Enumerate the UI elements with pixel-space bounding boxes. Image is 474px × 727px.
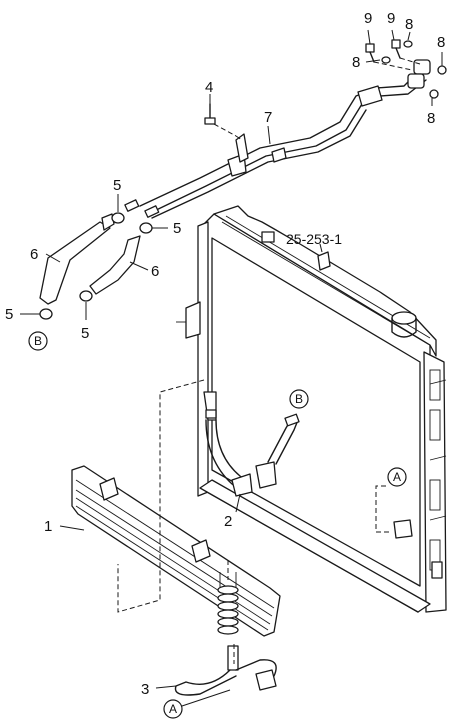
callout-6a: 6 — [30, 246, 38, 263]
callout-2: 2 — [224, 513, 232, 530]
callout-8c: 8 — [437, 34, 445, 51]
connector-b-left-label: B — [34, 334, 42, 348]
callout-5c: 5 — [81, 325, 89, 342]
callout-5d: 5 — [5, 306, 13, 323]
connector-a-bottom-label: A — [169, 702, 177, 716]
callout-4: 4 — [205, 79, 213, 96]
connector-a-bottom: A — [163, 689, 231, 719]
callout-7: 7 — [264, 109, 272, 126]
connector-b-top-label: B — [295, 392, 303, 406]
bolt-4 — [204, 103, 237, 137]
hose-6-right — [89, 235, 141, 295]
connector-b-left: B — [28, 331, 48, 351]
callout-9b: 9 — [387, 10, 395, 27]
connector-a-top-label: A — [393, 470, 401, 484]
callout-9a: 9 — [364, 10, 372, 27]
oil-cooler-1 — [71, 465, 281, 637]
callout-8b: 8 — [352, 54, 360, 71]
routing-lines — [117, 135, 390, 664]
hose-assembly-7 — [124, 59, 431, 219]
callout-6b: 6 — [151, 263, 159, 280]
reference-number: 25-253-1 — [286, 231, 342, 247]
hose-2 — [203, 391, 300, 497]
callout-8d: 8 — [427, 110, 435, 127]
callout-3: 3 — [141, 681, 149, 698]
radiator — [176, 205, 447, 613]
hose-3 — [174, 645, 277, 696]
hose-6-left — [39, 213, 115, 305]
callout-5b: 5 — [173, 220, 181, 237]
connector-b-top: B — [289, 389, 309, 409]
callout-8a: 8 — [405, 16, 413, 33]
leader-lines — [20, 29, 443, 689]
bolts-and-washers — [365, 39, 447, 99]
callouts: 1 2 3 4 5 5 5 5 6 6 7 8 8 8 8 9 9 25-253… — [5, 10, 445, 698]
callout-1: 1 — [44, 518, 52, 535]
connector-a-top: A — [387, 467, 407, 487]
reference-clip — [317, 251, 331, 271]
callout-5a: 5 — [113, 177, 121, 194]
